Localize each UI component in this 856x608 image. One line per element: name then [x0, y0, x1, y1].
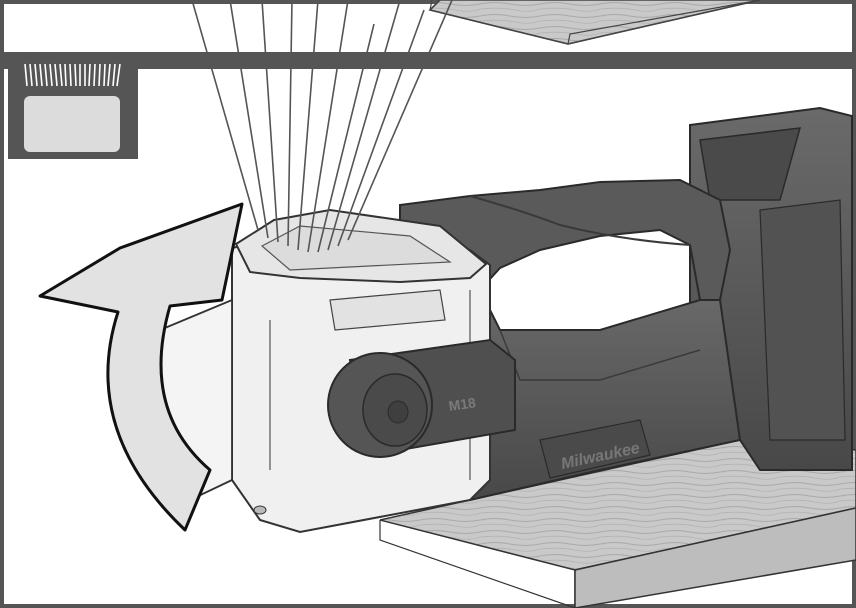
light-rays-icon [24, 63, 121, 87]
upper-wood-board [428, 0, 761, 45]
section-divider-band [0, 52, 856, 69]
model-badge: M18 [448, 394, 477, 414]
rotate-arrow-icon [38, 202, 244, 532]
panel-light-icon [8, 54, 138, 159]
light-rays-icon [191, 0, 453, 253]
pivot-knob: M18 [327, 338, 516, 458]
